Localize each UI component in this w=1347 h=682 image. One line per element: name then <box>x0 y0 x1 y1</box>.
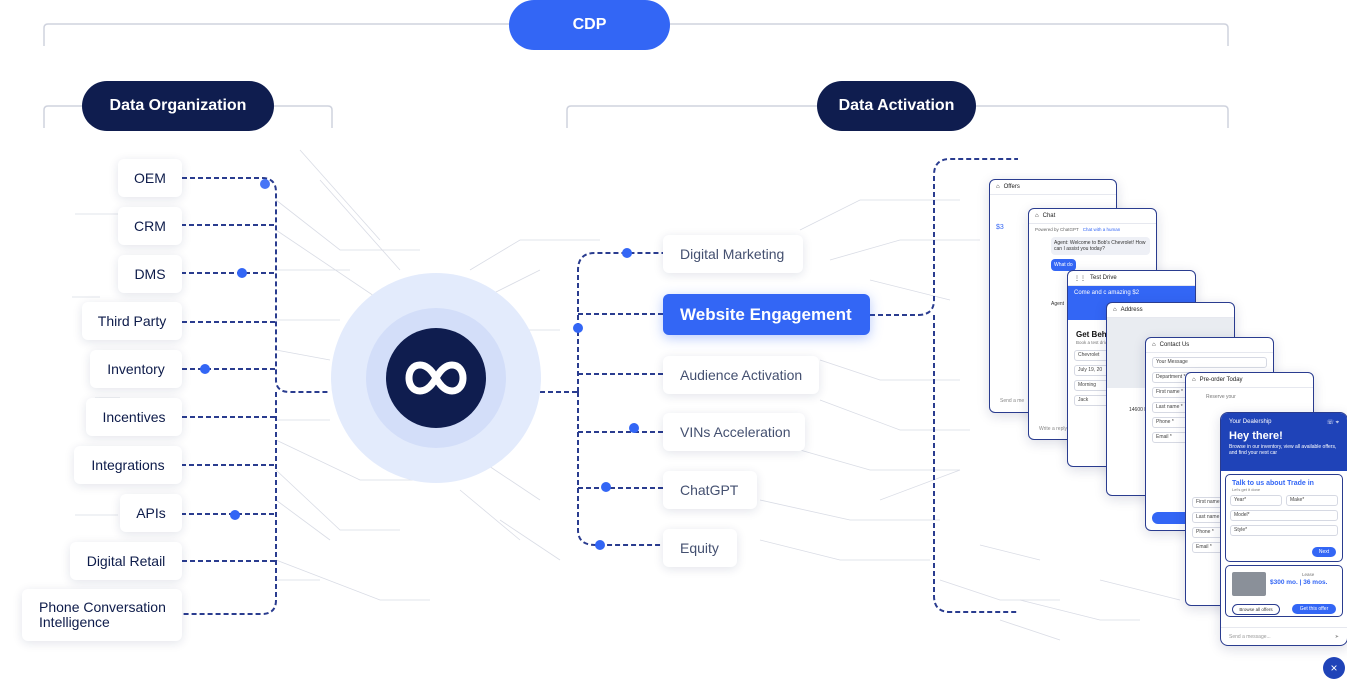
data-organization-label: Data Organization <box>109 97 247 114</box>
source-inventory: Inventory <box>90 350 182 388</box>
channel-audience-activation: Audience Activation <box>663 356 819 394</box>
greeting: Hey there! <box>1229 430 1283 442</box>
home-icon: ⌂ <box>1113 307 1117 313</box>
widget-topbar: Your Dealership ☏ ⌖ <box>1229 419 1339 427</box>
channel-equity: Equity <box>663 529 737 567</box>
source-apis: APIs <box>120 494 182 532</box>
lease-label: Lease <box>1302 572 1315 577</box>
intro-text: Browse in our inventory, view all availa… <box>1229 444 1337 456</box>
phone-location-icon[interactable]: ☏ ⌖ <box>1326 420 1339 426</box>
get-offer-button[interactable]: Get this offer <box>1292 604 1336 614</box>
lease-offer-panel: Lease $300 mo. | 36 mos. Browse all offe… <box>1225 565 1343 617</box>
channel-label: Digital Marketing <box>680 246 785 262</box>
source-label: Incentives <box>102 409 166 425</box>
channel-chatgpt: ChatGPT <box>663 471 757 509</box>
year-make-row: Year* Make* <box>1230 495 1338 506</box>
dealership-widget: Your Dealership ☏ ⌖ Hey there! Browse in… <box>1220 412 1347 646</box>
home-icon: ⌂ <box>1152 342 1156 348</box>
trade-title: Talk to us about Trade in <box>1232 480 1314 487</box>
preorder-header: ⌂Pre-order Today <box>1186 373 1313 388</box>
message-input[interactable]: Send a message... <box>1229 633 1271 640</box>
close-icon[interactable]: × <box>1323 657 1345 679</box>
card-title: Address <box>1120 307 1143 313</box>
trade-in-panel: Talk to us about Trade in Let's get it d… <box>1225 474 1343 562</box>
source-dms: DMS <box>118 255 182 293</box>
chat-meta: Powered by ChatGPT Chat with a human <box>1029 224 1156 235</box>
contact-header: ⌂Contact Us <box>1146 338 1273 353</box>
cdp-badge: CDP <box>509 0 670 50</box>
home-icon: ⌂ <box>996 184 1000 190</box>
brand-name: Your Dealership <box>1229 419 1272 425</box>
send-icon[interactable]: ➤ <box>1334 633 1339 640</box>
offer-price: $3 <box>996 224 1004 231</box>
source-digital-retail: Digital Retail <box>70 542 182 580</box>
source-integrations: Integrations <box>74 446 182 484</box>
test-drive-sub: Book a test drive <box>1076 340 1110 345</box>
channel-website-engagement: Website Engagement <box>663 294 870 335</box>
source-phone-conversation-intelligence: Phone Conversation Intelligence <box>22 589 182 641</box>
widget-header: Your Dealership ☏ ⌖ Hey there! Browse in… <box>1221 413 1347 471</box>
channel-label: VINs Acceleration <box>680 424 791 440</box>
card-title: Contact Us <box>1159 342 1190 348</box>
channel-label: Website Engagement <box>680 304 852 324</box>
card-title: Chat <box>1042 213 1056 219</box>
message-field[interactable]: Your Message <box>1152 357 1267 368</box>
home-icon: ⌂ <box>1192 377 1196 383</box>
offers-header: ⌂Offers <box>990 180 1116 195</box>
test-drive-header: ⋮⋮ Test Drive <box>1068 271 1195 286</box>
data-activation-title: Data Activation <box>817 81 976 131</box>
hub-logo <box>386 328 486 428</box>
next-button[interactable]: Next <box>1312 547 1336 557</box>
source-label: Integrations <box>91 457 165 473</box>
lease-price: $300 mo. | 36 mos. <box>1270 579 1328 586</box>
channel-vins-acceleration: VINs Acceleration <box>663 413 805 451</box>
address-header: ⌂Address <box>1107 303 1234 318</box>
source-label: Digital Retail <box>86 553 166 569</box>
source-crm: CRM <box>118 207 182 245</box>
address-text: 14600 E <box>1129 407 1148 413</box>
style-select[interactable]: Style* <box>1230 525 1338 536</box>
source-label: APIs <box>136 505 166 521</box>
card-title: Test Drive <box>1090 275 1117 281</box>
channel-digital-marketing: Digital Marketing <box>663 235 803 273</box>
browse-offers-button[interactable]: Browse all offers <box>1232 604 1280 615</box>
source-label: OEM <box>134 170 166 186</box>
agent-message: Agent: Welcome to Bob's Chevrolet! How c… <box>1051 237 1150 255</box>
source-incentives: Incentives <box>86 398 182 436</box>
chat-header: ⌂Chat <box>1029 209 1156 224</box>
powered-by: Powered by ChatGPT <box>1035 227 1079 232</box>
user-message: What do <box>1051 259 1076 271</box>
data-activation-label: Data Activation <box>838 97 955 114</box>
message-bar: Send a message... ➤ <box>1221 627 1347 645</box>
make-select[interactable]: Make* <box>1286 495 1338 506</box>
trade-sub: Let's get it done <box>1232 487 1261 492</box>
year-select[interactable]: Year* <box>1230 495 1282 506</box>
cdp-label: CDP <box>572 16 607 33</box>
preorder-note: Reserve your <box>1206 394 1236 400</box>
source-label: Inventory <box>107 361 165 377</box>
infinity-icon <box>405 361 467 395</box>
channel-label: Audience Activation <box>680 367 803 383</box>
source-label: CRM <box>134 218 166 234</box>
agent-label: Agent <box>1051 301 1065 307</box>
chat-human-link[interactable]: Chat with a human <box>1082 227 1121 232</box>
channel-label: ChatGPT <box>680 482 739 498</box>
reply-input[interactable]: Write a reply <box>1039 426 1067 432</box>
car-thumbnail <box>1232 572 1266 596</box>
source-oem: OEM <box>118 159 182 197</box>
source-third-party: Third Party <box>82 302 182 340</box>
channel-label: Equity <box>680 540 719 556</box>
home-icon: ⌂ <box>1035 213 1039 219</box>
card-title: Offers <box>1003 184 1020 190</box>
source-label: Phone Conversation Intelligence <box>39 599 166 630</box>
grid-icon: ⋮⋮ <box>1074 275 1086 282</box>
card-title: Pre-order Today <box>1199 377 1243 383</box>
source-label: DMS <box>134 266 166 282</box>
data-organization-title: Data Organization <box>82 81 274 131</box>
model-select[interactable]: Model* <box>1230 510 1338 521</box>
send-input[interactable]: Send a me <box>1000 398 1025 404</box>
source-label: Third Party <box>97 313 167 329</box>
test-drive-heading: Get Behin <box>1076 330 1114 339</box>
